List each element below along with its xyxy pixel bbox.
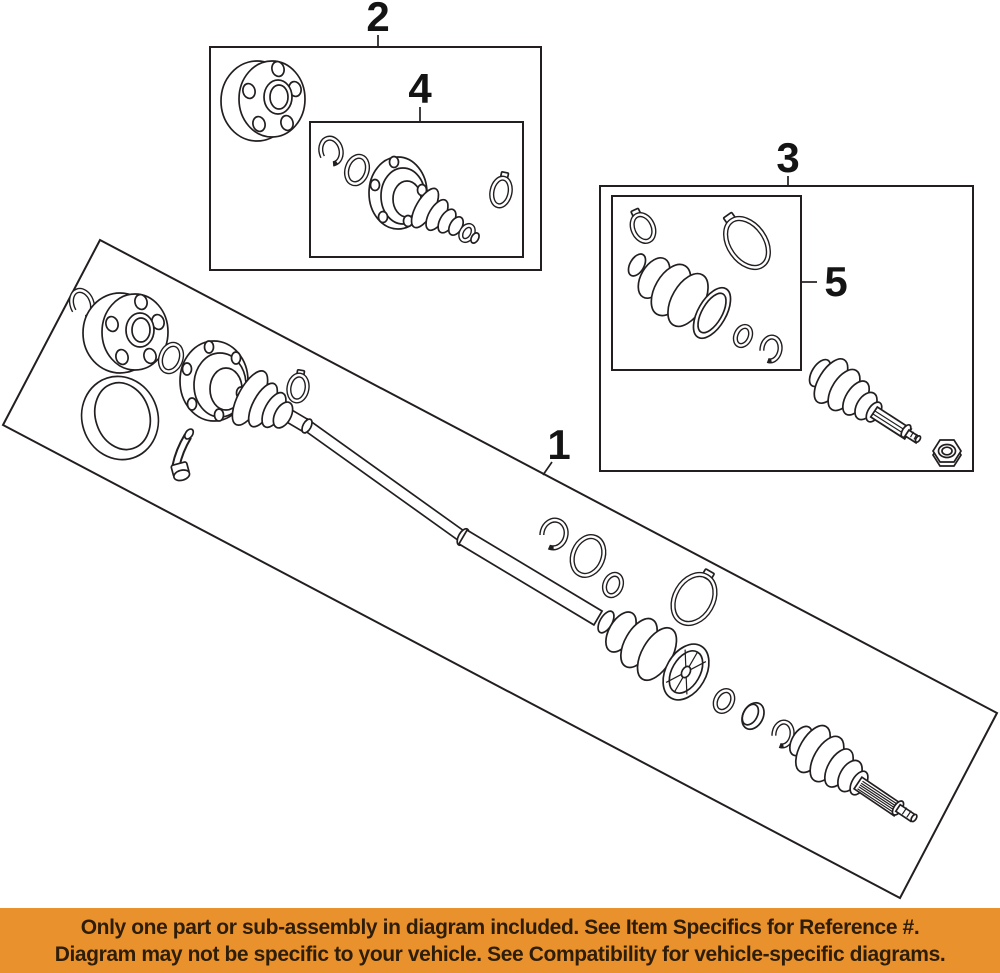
small-boot-clamp-icon <box>629 207 657 244</box>
banner-line-2: Diagram may not be specific to your vehi… <box>54 943 946 966</box>
seal-ring-icon <box>343 153 371 187</box>
callout-1-leader-line <box>542 461 553 476</box>
inner-boot-bellows-icon <box>231 370 313 434</box>
vent-bolt-icon <box>170 428 195 482</box>
large-boot-clamp-icon <box>722 211 771 271</box>
end-cap-icon <box>741 701 765 731</box>
axle-assembly-group: 1 <box>1 238 999 900</box>
small-boot-clamp-icon <box>286 368 310 404</box>
axle-shaft-icon <box>281 407 604 627</box>
callout-5-label: 5 <box>824 258 847 305</box>
assembly-box-5 <box>611 195 802 371</box>
large-seal-ring-icon <box>80 375 160 461</box>
outer-cv-joint-icon <box>808 358 922 445</box>
inner-cv-joint-icon <box>368 155 480 244</box>
drive-flange-icon <box>220 60 306 142</box>
outer-cv-joint-icon <box>788 724 918 823</box>
axle-nut-icon <box>931 439 963 467</box>
snap-ring-icon <box>539 517 569 551</box>
outer-boot-icon <box>597 610 710 701</box>
large-ring-icon <box>569 534 607 578</box>
small-ring-icon <box>732 323 754 349</box>
flange-kit-group: 2 4 <box>209 0 542 271</box>
assembly-box-1 <box>1 238 999 900</box>
cv-boot-icon <box>627 253 732 340</box>
small-ring-icon <box>601 571 625 599</box>
callout-2-label: 2 <box>366 0 389 40</box>
callout-4-label: 4 <box>408 65 432 112</box>
inner-joint-kit-group: 4 <box>309 65 524 258</box>
small-seal-ring-icon <box>157 341 185 375</box>
snap-ring-icon <box>771 719 795 749</box>
assembly-box-3 <box>599 185 974 472</box>
callout-3-label: 3 <box>776 134 799 181</box>
assembly-box-2 <box>209 46 542 271</box>
boot-kit-group: 5 <box>611 195 848 371</box>
disclaimer-banner: Only one part or sub-assembly in diagram… <box>0 908 1000 973</box>
assembly-box-4 <box>309 121 524 258</box>
inner-cv-joint-icon <box>179 340 249 422</box>
washer-ring-icon <box>712 687 736 715</box>
callout-1-label: 1 <box>547 421 570 468</box>
parts-diagram: 1 <box>1 0 999 900</box>
banner-line-1: Only one part or sub-assembly in diagram… <box>80 916 920 939</box>
boot-clamp-icon <box>489 171 513 209</box>
large-boot-clamp-icon <box>670 568 718 627</box>
drive-flange-icon <box>82 292 169 374</box>
outer-joint-kit-group: 3 5 <box>599 134 974 472</box>
snap-ring-icon <box>318 135 344 167</box>
snap-ring-icon <box>759 334 783 364</box>
